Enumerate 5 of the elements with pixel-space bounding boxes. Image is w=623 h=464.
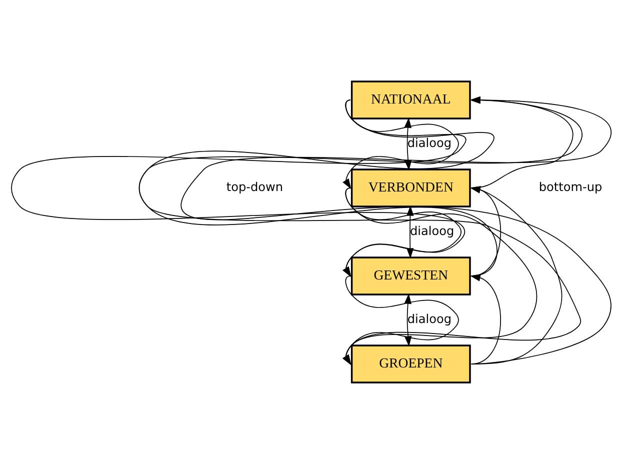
label: bottom-up <box>538 180 602 194</box>
edge-label: dialoog <box>410 224 454 238</box>
edge-label: dialoog <box>407 312 452 326</box>
label: top-down <box>226 180 284 194</box>
edge-label: dialoog <box>407 136 452 150</box>
